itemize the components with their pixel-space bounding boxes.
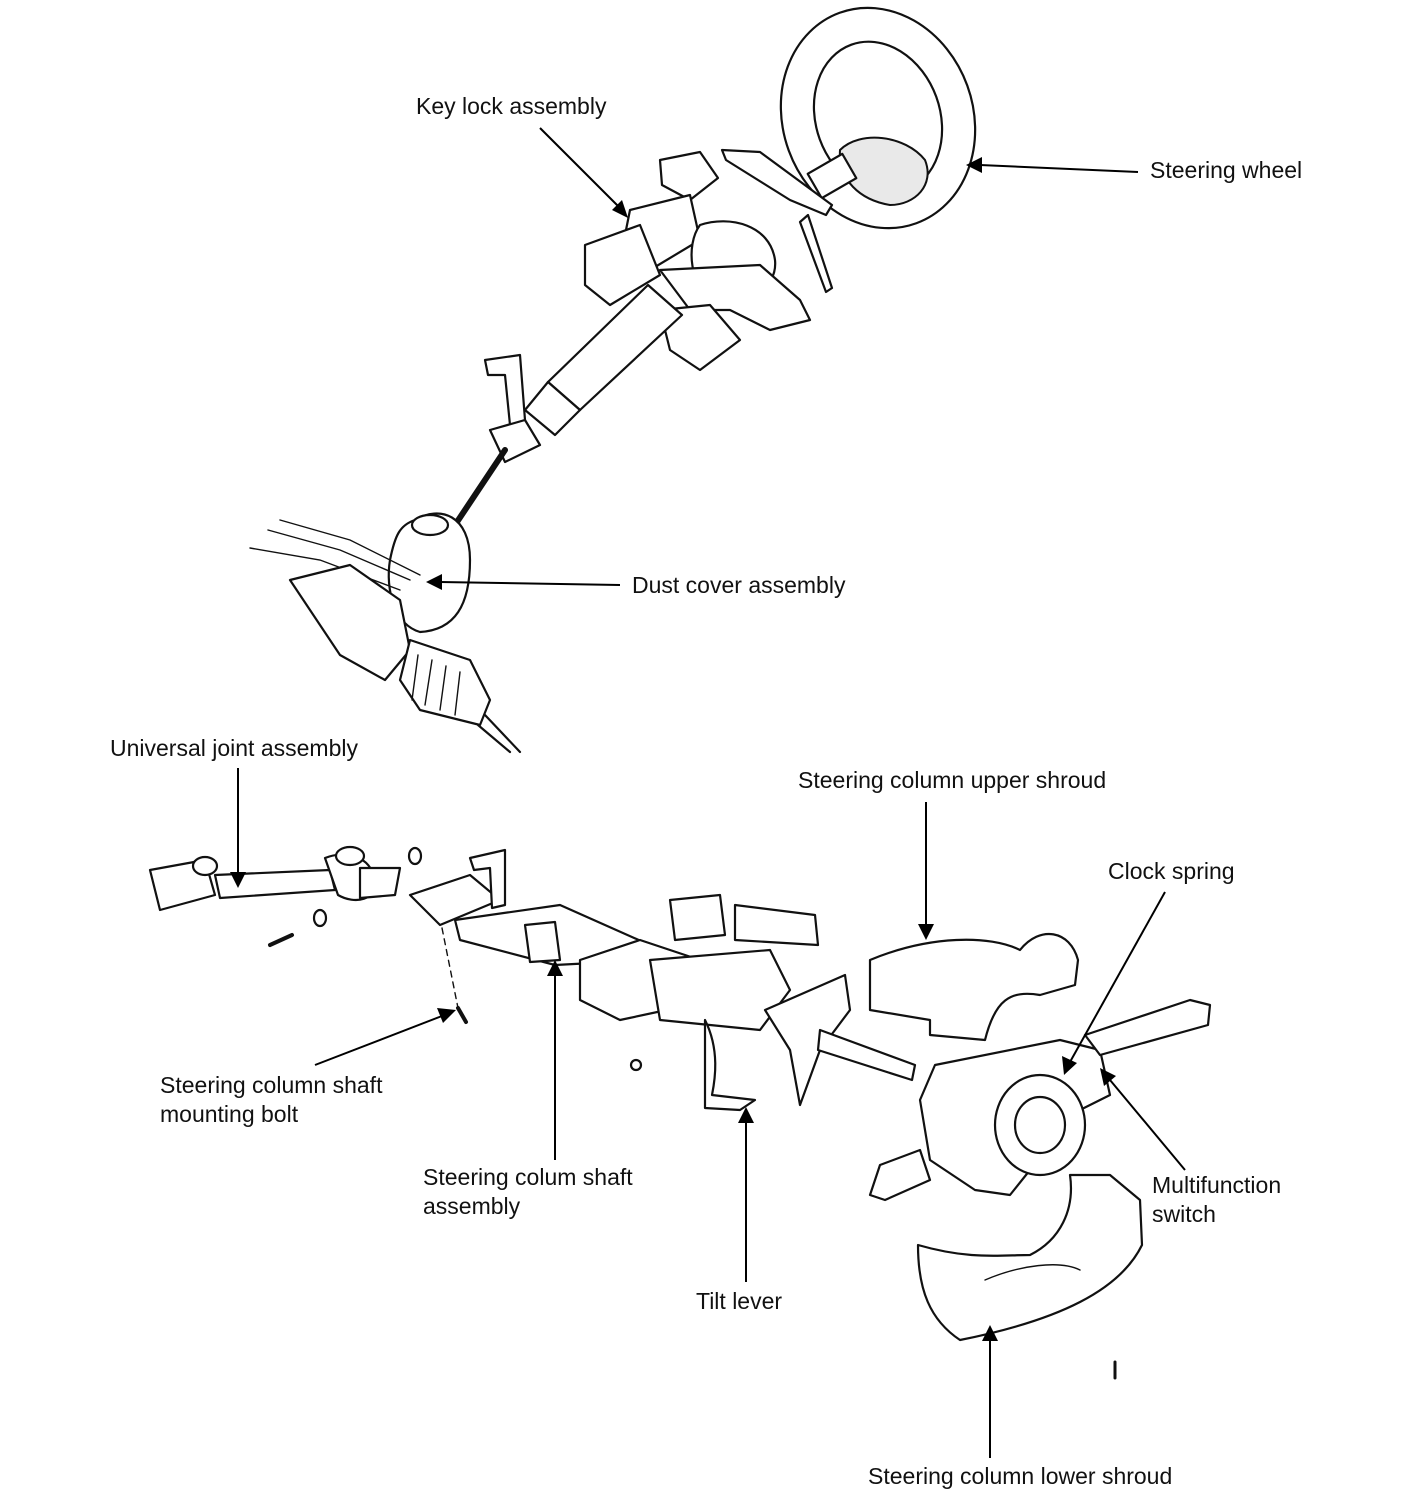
dust-cover-part [387, 512, 472, 634]
label-mounting-bolt-line1: Steering column shaft [160, 1072, 383, 1098]
callout-universal-joint [230, 768, 246, 888]
tilt-lever-part [578, 893, 917, 1112]
callout-shaft-assembly [547, 960, 563, 1160]
label-shaft-assembly-line2: assembly [423, 1193, 521, 1219]
callout-lower-shroud [982, 1325, 998, 1458]
callout-dust-cover [426, 574, 621, 590]
callout-upper-shroud [918, 802, 934, 940]
label-clock-spring: Clock spring [1108, 858, 1235, 884]
label-tilt-lever: Tilt lever [696, 1288, 782, 1314]
callout-clock-spring [1062, 891, 1166, 1075]
lower-shroud-part [916, 1173, 1144, 1380]
callout-steering-wheel [966, 157, 1139, 173]
label-steering-wheel: Steering wheel [1150, 157, 1302, 183]
label-multifunction-line1: Multifunction [1152, 1172, 1281, 1198]
multifunction-switch-part [868, 998, 1212, 1202]
label-key-lock-assembly: Key lock assembly [416, 93, 607, 119]
callout-tilt-lever [738, 1107, 754, 1282]
callout-key-lock [539, 127, 628, 218]
label-universal-joint-assembly: Universal joint assembly [110, 735, 358, 761]
universal-joint-part [148, 845, 423, 947]
label-upper-shroud: Steering column upper shroud [798, 767, 1106, 793]
steering-wheel-part [779, 6, 977, 230]
steering-rack-part [249, 519, 522, 754]
label-multifunction-line2: switch [1152, 1201, 1216, 1227]
upper-shroud-part [868, 932, 1080, 1042]
callout-multifunction [1100, 1068, 1186, 1171]
label-dust-cover-assembly: Dust cover assembly [632, 572, 846, 598]
steering-column-upper-part [442, 148, 834, 543]
callout-mounting-bolt [314, 1008, 456, 1066]
label-mounting-bolt-line2: mounting bolt [160, 1101, 299, 1127]
label-lower-shroud: Steering column lower shroud [868, 1463, 1172, 1489]
label-shaft-assembly-line1: Steering colum shaft [423, 1164, 633, 1190]
